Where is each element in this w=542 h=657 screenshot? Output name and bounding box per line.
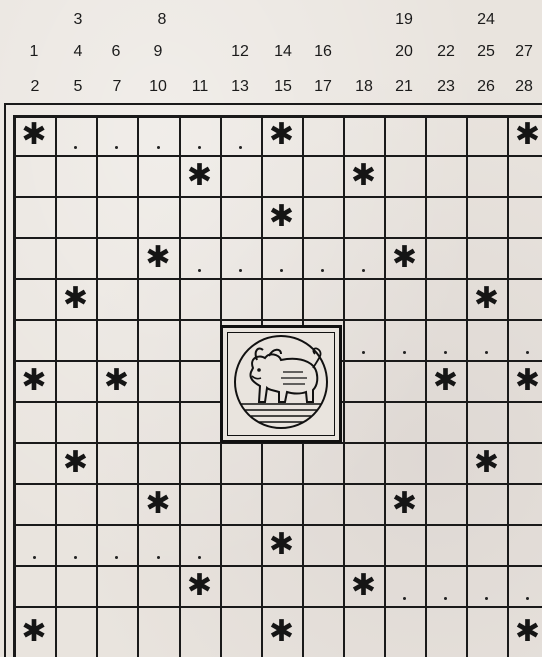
square-number-label: 9 xyxy=(154,44,163,60)
square-number-label: 15 xyxy=(274,79,292,95)
square-number-label: 4 xyxy=(74,44,83,60)
square-number-label: 25 xyxy=(477,44,495,60)
square-number-label: 8 xyxy=(158,12,167,28)
square-number-label: 5 xyxy=(74,79,83,95)
center-square xyxy=(220,325,342,443)
square-number-label: 24 xyxy=(477,12,495,28)
grid-horizontal-line xyxy=(13,606,542,608)
grid-horizontal-line xyxy=(13,237,542,239)
square-number-label: 22 xyxy=(437,44,455,60)
square-number-label: 17 xyxy=(314,79,332,95)
square-number-label: 21 xyxy=(395,79,413,95)
square-number-label: 11 xyxy=(192,79,209,95)
square-number-label: 19 xyxy=(395,12,413,28)
square-number-label: 14 xyxy=(274,44,292,60)
square-number-label: 10 xyxy=(149,79,167,95)
square-number-label: 13 xyxy=(231,79,249,95)
square-number-label: 23 xyxy=(437,79,455,95)
square-number-label: 12 xyxy=(231,44,249,60)
grid-horizontal-line xyxy=(13,565,542,567)
square-number-label: 1 xyxy=(30,44,39,60)
bull-emblem-icon xyxy=(223,328,339,440)
square-number-label: 28 xyxy=(515,79,533,95)
square-number-label: 2 xyxy=(31,79,40,95)
square-number-label: 26 xyxy=(477,79,495,95)
grid-horizontal-line xyxy=(13,483,542,485)
square-number-label: 7 xyxy=(113,79,122,95)
grid-horizontal-line xyxy=(13,319,542,321)
grid-horizontal-line xyxy=(13,524,542,526)
grid-horizontal-line xyxy=(13,278,542,280)
square-number-label: 6 xyxy=(112,44,121,60)
grid-horizontal-line xyxy=(13,115,542,118)
grid-horizontal-line xyxy=(13,196,542,198)
square-number-label: 20 xyxy=(395,44,413,60)
square-number-label: 27 xyxy=(515,44,533,60)
square-number-label: 3 xyxy=(74,12,83,28)
grid-horizontal-line xyxy=(13,155,542,157)
square-number-label: 18 xyxy=(355,79,373,95)
square-number-label: 16 xyxy=(314,44,332,60)
